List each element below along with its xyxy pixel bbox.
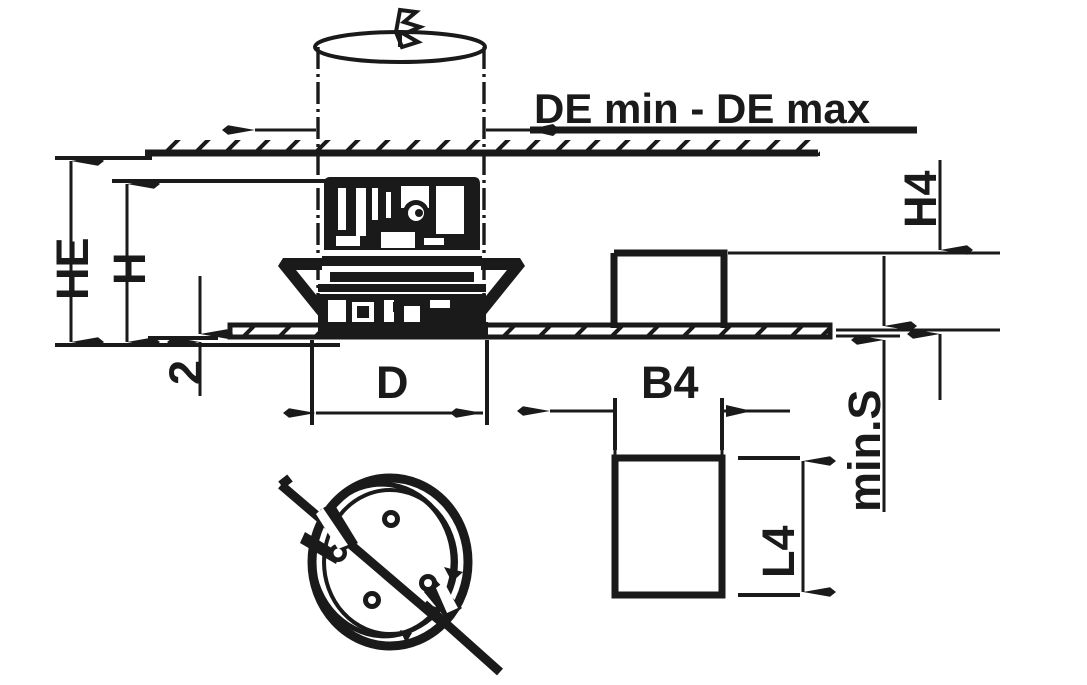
dimension-label-min-s: min.S <box>839 389 890 512</box>
mounting-plate <box>227 322 833 340</box>
cutout-cylinder <box>313 7 487 310</box>
dimension-label-2: 2 <box>160 359 211 385</box>
luminaire-body <box>278 177 525 330</box>
dimension-d <box>283 340 489 425</box>
dimension-label-b4: B4 <box>641 357 699 408</box>
dimension-label-d: D <box>376 357 409 408</box>
dimension-l4 <box>738 456 836 597</box>
ceiling-assembly <box>145 140 820 157</box>
dimension-label-h4: H4 <box>895 170 946 228</box>
dimension-h <box>112 179 330 347</box>
driver-box-side-view <box>610 249 728 328</box>
dimension-label-de: DE min - DE max <box>534 85 871 132</box>
dimension-min-s <box>836 256 917 512</box>
dimension-b4 <box>517 398 790 450</box>
dimension-label-h: H <box>104 252 155 286</box>
dimension-2 <box>148 276 233 396</box>
driver-box-plan-view <box>611 440 726 599</box>
dimension-label-he: HE <box>47 237 98 300</box>
dimension-label-l4: L4 <box>753 525 804 578</box>
connector-plan-view <box>278 473 504 676</box>
dimension-de <box>222 124 917 136</box>
dimension-h4 <box>728 160 1000 400</box>
